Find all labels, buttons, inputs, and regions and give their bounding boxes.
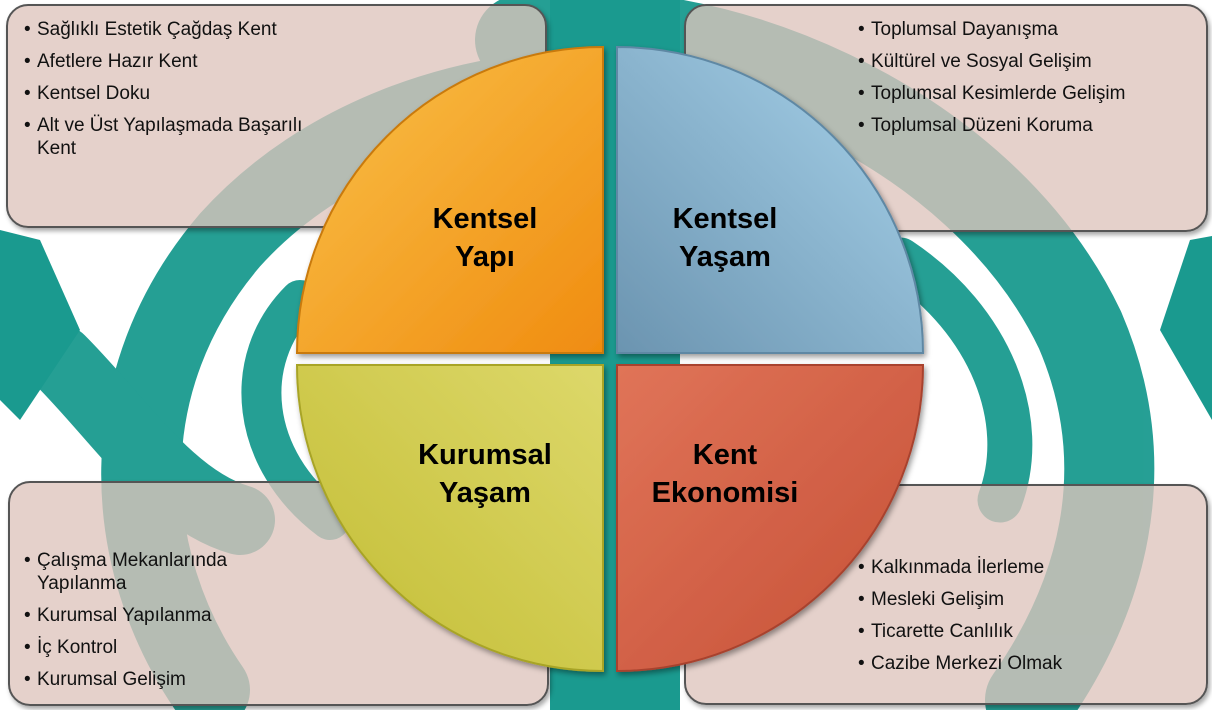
kurumsal-yasam-label: Kurumsal Yaşam xyxy=(400,436,570,512)
list-item: Mesleki Gelişim xyxy=(858,588,1188,611)
list-item: Toplumsal Dayanışma xyxy=(858,18,1188,41)
list-item: Toplumsal Kesimlerde Gelişim xyxy=(858,82,1188,105)
kent-ekonomisi-label: Kent Ekonomisi xyxy=(640,436,810,512)
list-item: Ticarette Canlılık xyxy=(858,620,1188,643)
list-item: Çalışma Mekanlarında Yapılanma xyxy=(24,549,304,595)
label-line: Kent xyxy=(692,439,758,471)
label-line: Kentsel xyxy=(432,203,538,235)
list-item: Kalkınmada İlerleme xyxy=(858,556,1188,579)
label-line: Yaşam xyxy=(679,241,771,273)
kent-ekonomisi-list: Kalkınmada İlerleme Mesleki Gelişim Tica… xyxy=(858,556,1188,684)
label-line: Kentsel xyxy=(672,203,778,235)
kurumsal-yasam-list: Çalışma Mekanlarında Yapılanma Kurumsal … xyxy=(24,549,304,700)
list-item: Kentsel Doku xyxy=(24,82,324,105)
list-item: Alt ve Üst Yapılaşmada Başarılı Kent xyxy=(24,114,324,160)
quadrant-top-right xyxy=(616,45,925,354)
quadrant-top-left xyxy=(295,45,604,354)
kentsel-yapi-label: Kentsel Yapı xyxy=(400,200,570,276)
quadrant-bottom-left xyxy=(295,364,604,673)
label-line: Kurumsal xyxy=(418,439,552,471)
kentsel-yasam-list: Toplumsal Dayanışma Kültürel ve Sosyal G… xyxy=(858,18,1188,146)
label-line: Yaşam xyxy=(439,477,531,509)
list-item: Kurumsal Yapılanma xyxy=(24,604,304,627)
list-item: Sağlıklı Estetik Çağdaş Kent xyxy=(24,18,324,41)
label-line: Yapı xyxy=(455,241,515,273)
list-item: Toplumsal Düzeni Koruma xyxy=(858,114,1188,137)
list-item: Kültürel ve Sosyal Gelişim xyxy=(858,50,1188,73)
list-item: Afetlere Hazır Kent xyxy=(24,50,324,73)
list-item: Cazibe Merkezi Olmak xyxy=(858,652,1188,675)
list-item: İç Kontrol xyxy=(24,636,304,659)
kentsel-yapi-list: Sağlıklı Estetik Çağdaş Kent Afetlere Ha… xyxy=(24,18,324,169)
label-line: Ekonomisi xyxy=(651,477,799,509)
list-item: Kurumsal Gelişim xyxy=(24,668,304,691)
quadrant-bottom-right xyxy=(616,364,925,673)
kentsel-yasam-label: Kentsel Yaşam xyxy=(640,200,810,276)
